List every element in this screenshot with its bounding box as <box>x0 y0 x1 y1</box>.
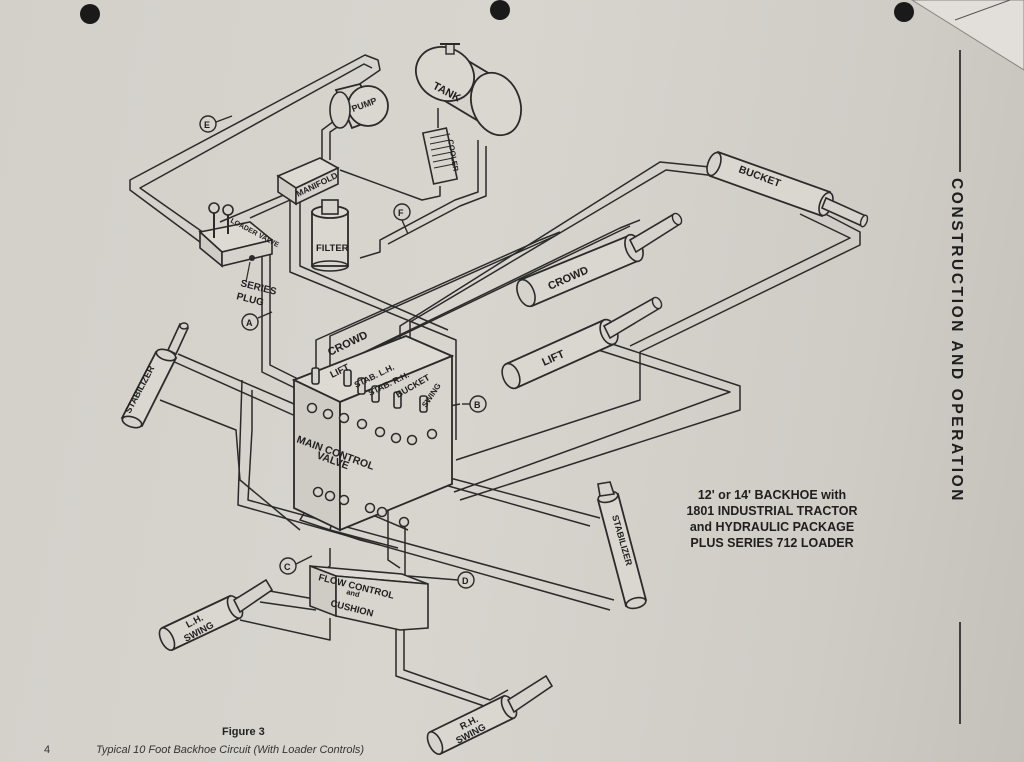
binder-hole <box>490 0 510 20</box>
line-marker-b: B <box>474 400 481 410</box>
line-marker-circles <box>199 115 487 589</box>
crowd-cylinder <box>516 212 683 308</box>
side-title-text: CONSTRUCTION AND OPERATION <box>948 178 965 503</box>
lift-cylinder <box>501 296 663 390</box>
side-title: CONSTRUCTION AND OPERATION <box>948 178 970 618</box>
description-line-3: and HYDRAULIC PACKAGE <box>689 520 855 534</box>
figure-label: Figure 3 <box>222 726 265 738</box>
folded-corner <box>911 0 1024 71</box>
filter <box>311 199 349 272</box>
series-plug-leader <box>245 261 251 283</box>
tank <box>415 43 522 137</box>
rh-swing-cylinder <box>426 674 554 756</box>
pump <box>329 82 389 130</box>
description-line-1: 12' or 14' BACKHOE with <box>697 488 847 502</box>
main-control-valve <box>291 335 455 532</box>
stabilizer-right <box>596 481 648 610</box>
line-marker-c: C <box>284 562 291 572</box>
bucket-cylinder <box>706 150 869 228</box>
lh-swing-cylinder <box>158 578 274 652</box>
figure-caption: Typical 10 Foot Backhoe Circuit (With Lo… <box>96 744 365 756</box>
diagram-description: 12' or 14' BACKHOE with 1801 INDUSTRIAL … <box>672 487 872 551</box>
line-marker-e: E <box>204 120 210 130</box>
description-line-2: 1801 INDUSTRIAL TRACTOR <box>686 504 858 518</box>
cooler <box>421 127 459 185</box>
line-marker-a: A <box>246 318 253 328</box>
binder-hole <box>894 2 914 22</box>
filter-label: FILTER <box>316 243 349 254</box>
loader-valve <box>198 202 274 268</box>
line-marker-d: D <box>462 576 469 586</box>
page-number: 4 <box>44 744 51 756</box>
description-line-4: PLUS SERIES 712 LOADER <box>690 536 854 550</box>
manifold <box>276 157 340 206</box>
flow-control-label-2: and <box>346 587 362 599</box>
line-marker-f: F <box>398 208 404 218</box>
binder-hole <box>80 4 100 24</box>
flow-control-cushion <box>309 564 429 631</box>
stabilizer-left <box>120 322 190 429</box>
